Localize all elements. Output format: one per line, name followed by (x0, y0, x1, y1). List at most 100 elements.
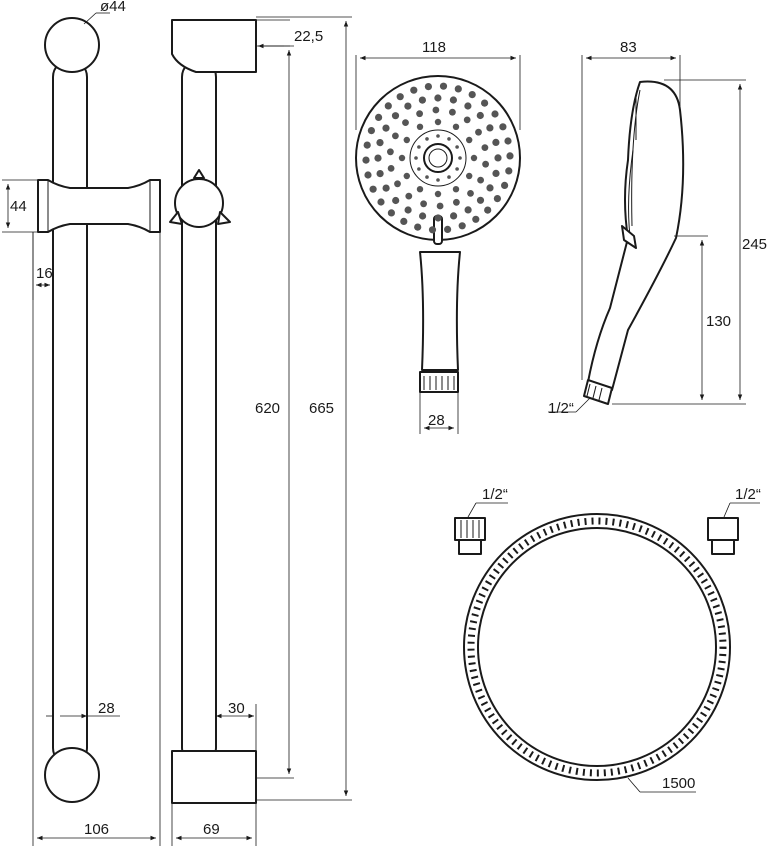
spray-nozzle (362, 156, 370, 164)
spray-nozzle (501, 181, 509, 189)
spray-nozzle (428, 226, 437, 234)
dim-hose-length: 1500 (662, 775, 695, 792)
hose-nut-right (707, 517, 739, 541)
spray-nozzle (453, 198, 460, 206)
rail-bar-side (181, 59, 217, 766)
spray-nozzle (387, 209, 395, 217)
top-bracket-side (171, 19, 257, 73)
spray-nozzle (450, 212, 458, 220)
spray-nozzle (392, 196, 400, 205)
spray-nozzle (398, 154, 406, 162)
hand-shower-front (355, 75, 521, 393)
dim-hose-fitting-left: 1/2“ (482, 486, 508, 503)
spray-nozzle (374, 154, 382, 162)
spray-nozzle (484, 206, 492, 214)
spray-nozzle (472, 215, 480, 223)
spray-nozzle (387, 148, 394, 156)
spray-nozzle (410, 86, 418, 94)
spray-nozzle (476, 196, 485, 204)
spray-nozzle (470, 154, 478, 162)
thread-nozzle-side (583, 379, 613, 405)
dimension-labels: ø44 22,5 118 83 44 16 245 130 620 665 1/… (10, 0, 767, 838)
spray-nozzle (425, 175, 429, 179)
spray-nozzle (458, 222, 466, 230)
dim-slider-height: 44 (10, 198, 27, 215)
spray-nozzle (405, 192, 413, 200)
spray-nozzle (416, 186, 424, 193)
spray-nozzle (463, 116, 471, 124)
shower-hose (454, 513, 739, 781)
spray-nozzle (384, 102, 392, 110)
spray-nozzle (475, 128, 482, 136)
spray-nozzle (464, 102, 472, 110)
dim-bar-offset: 16 (36, 265, 53, 282)
rail-bar-front (52, 59, 88, 766)
spray-nozzle (466, 172, 473, 180)
rail-front-view (37, 17, 161, 803)
spray-nozzle (499, 123, 507, 131)
spray-nozzle (417, 167, 421, 171)
spray-nozzle (392, 132, 399, 140)
spray-nozzle (447, 137, 451, 141)
dim-bar-diameter: 28 (98, 700, 115, 717)
dim-bar-length-inner: 620 (255, 400, 280, 417)
spray-nozzle (376, 170, 384, 178)
dim-bar-length-total: 665 (309, 400, 334, 417)
spray-nozzle (486, 124, 494, 132)
spray-nozzle (458, 156, 462, 160)
spray-nozzle (403, 136, 410, 144)
spray-nozzle (452, 123, 460, 130)
handle-side (587, 80, 685, 391)
spray-nozzle (404, 102, 412, 110)
spray-nozzle (369, 185, 377, 193)
spray-nozzle (387, 165, 395, 172)
spray-nozzle (424, 83, 432, 91)
spray-nozzle (367, 127, 375, 135)
spray-nozzle (391, 112, 400, 120)
spray-nozzle (505, 167, 513, 175)
hand-shower-side (583, 80, 685, 405)
spray-nozzle (481, 99, 489, 107)
spray-nozzle (400, 217, 408, 225)
spray-nozzle (466, 136, 473, 144)
spray-nozzle (504, 137, 512, 145)
rail-side-view (169, 19, 257, 804)
hose-nut-left (454, 517, 486, 541)
spray-nozzle (434, 118, 442, 126)
dim-head-depth: 83 (620, 39, 637, 56)
center-selector (423, 143, 453, 173)
spray-nozzle (467, 190, 474, 197)
spray-nozzle (417, 145, 421, 149)
slider-front (37, 179, 161, 233)
spray-nozzle (492, 169, 500, 177)
spray-nozzle (464, 206, 472, 214)
spray-nozzles (362, 82, 514, 234)
spray-nozzle (482, 160, 489, 168)
dim-knob-diameter: ø44 (100, 0, 126, 15)
spray-nozzle (468, 91, 476, 99)
spray-nozzle (455, 167, 459, 171)
spray-nozzle (425, 137, 429, 141)
spray-nozzle (439, 82, 448, 90)
spray-nozzle (476, 111, 484, 120)
spray-nozzle (486, 184, 494, 192)
spray-nozzle (416, 123, 424, 130)
spray-nozzle (377, 198, 385, 206)
spray-nozzle (447, 175, 451, 179)
dim-thread-head: 1/2“ (548, 400, 574, 417)
rail-bottom-cap (44, 747, 100, 803)
dim-handle-lower: 130 (706, 313, 731, 330)
spray-nozzle (402, 119, 409, 126)
dimension-lines (2, 12, 760, 846)
spray-nozzle (382, 184, 390, 192)
spray-nozzle (403, 172, 410, 180)
bottom-bracket-side (171, 750, 257, 804)
spray-nozzle (436, 134, 440, 138)
spray-nozzle (444, 225, 452, 233)
spray-nozzle (414, 156, 418, 160)
spray-nozzle (418, 96, 426, 104)
dim-top-offset: 22,5 (294, 28, 323, 45)
spray-nozzle (506, 152, 514, 160)
spray-nozzle (419, 212, 427, 220)
